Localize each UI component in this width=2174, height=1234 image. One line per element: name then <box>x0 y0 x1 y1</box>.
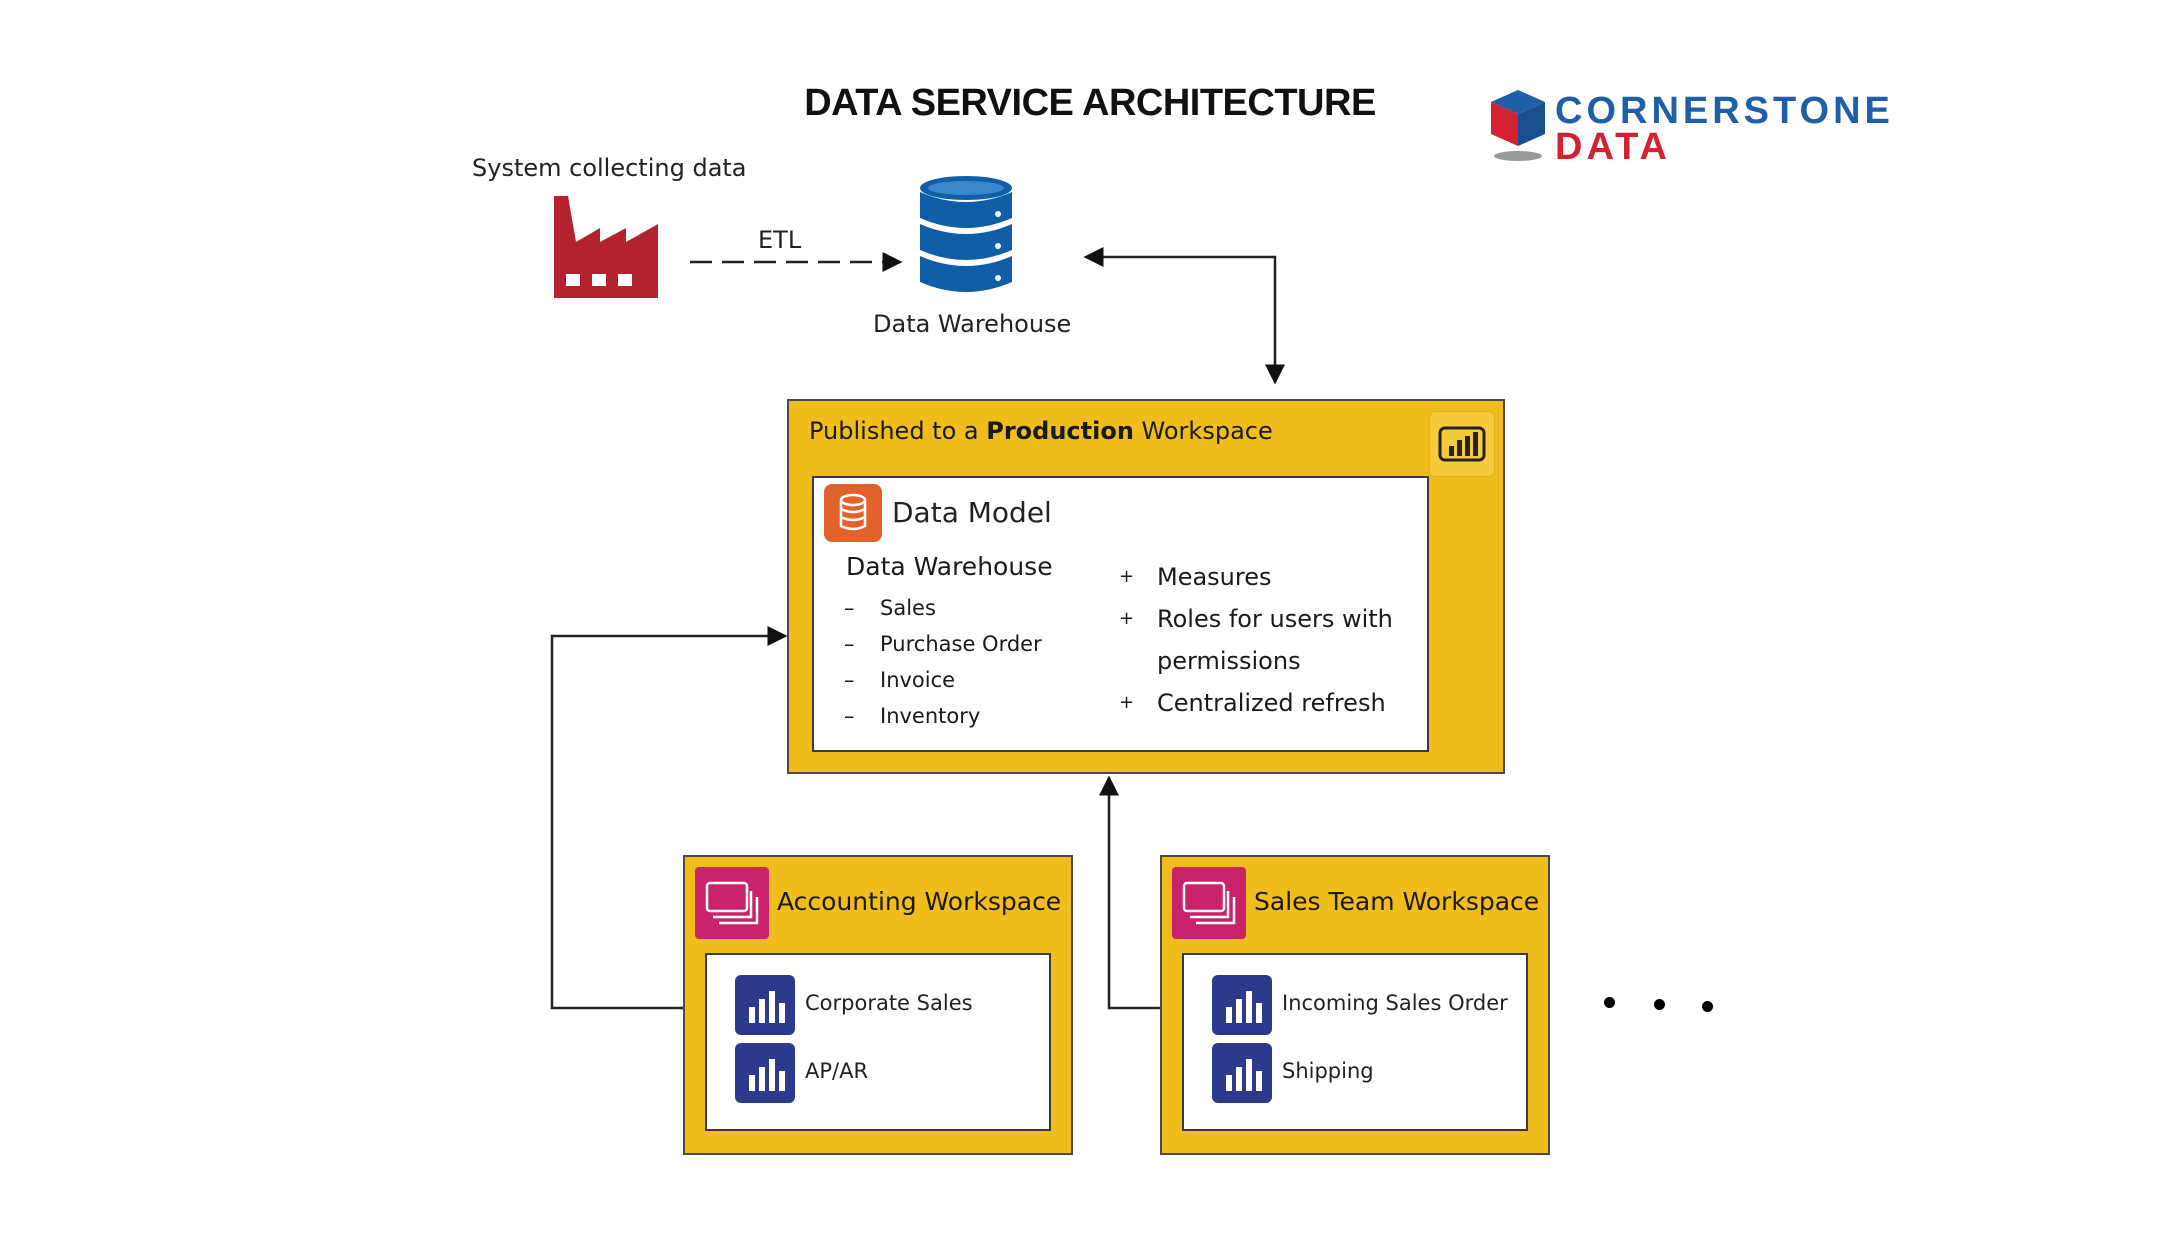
list-item: –Invoice <box>844 668 956 692</box>
ellipsis-dot <box>1604 997 1615 1008</box>
data-model-tables: –Sales –Purchase Order –Invoice –Invento… <box>844 590 1042 734</box>
power-bi-icon <box>1438 426 1486 462</box>
sales-to-production-connector <box>1099 775 1160 1010</box>
list-item: –Sales <box>844 596 936 620</box>
data-model-box: Data Model Data Warehouse –Sales –Purcha… <box>812 476 1429 752</box>
list-item: –Purchase Order <box>844 632 1042 656</box>
workspace-badge <box>695 867 769 939</box>
list-item: –Inventory <box>844 704 981 728</box>
data-warehouse-label: Data Warehouse <box>873 310 1072 338</box>
data-model-features: +Measures +Roles for users with permissi… <box>1119 556 1419 724</box>
report-shipping[interactable]: Shipping <box>1212 1043 1512 1103</box>
bar-chart-icon <box>749 1059 785 1091</box>
report-icon-wrap <box>1212 975 1272 1035</box>
logo-text-cornerstone: CORNERSTONE <box>1555 90 1894 132</box>
accounting-workspace-title: Accounting Workspace <box>777 887 1062 916</box>
report-label: Incoming Sales Order <box>1282 991 1508 1015</box>
ellipsis-dot <box>1654 999 1665 1010</box>
production-workspace: Published to a Production Workspace Data… <box>787 399 1505 774</box>
power-bi-badge <box>1429 411 1495 477</box>
workspace-badge <box>1172 867 1246 939</box>
report-ap-ar[interactable]: AP/AR <box>735 1043 1035 1103</box>
database-icon <box>920 176 1012 292</box>
database-icon <box>839 493 867 531</box>
bar-chart-icon <box>1226 1059 1262 1091</box>
logo-text-data: DATA <box>1555 126 1671 168</box>
report-icon-wrap <box>735 1043 795 1103</box>
accounting-to-production-connector <box>550 626 788 1010</box>
list-item: +Measures <box>1119 563 1272 591</box>
sales-team-workspace-title: Sales Team Workspace <box>1254 887 1540 916</box>
list-item: +Centralized refresh <box>1119 689 1386 717</box>
data-model-badge <box>824 484 882 542</box>
data-model-subtitle: Data Warehouse <box>846 552 1053 581</box>
report-label: Corporate Sales <box>805 991 973 1015</box>
report-corporate-sales[interactable]: Corporate Sales <box>735 975 1035 1035</box>
report-label: AP/AR <box>805 1059 869 1083</box>
workspace-icon <box>705 881 759 925</box>
data-model-title: Data Model <box>892 496 1052 529</box>
etl-label: ETL <box>758 226 802 254</box>
report-incoming-sales-order[interactable]: Incoming Sales Order <box>1212 975 1512 1035</box>
sales-reports-box: Incoming Sales Order Shipping <box>1182 953 1528 1131</box>
production-workspace-header: Published to a Production Workspace <box>809 417 1273 445</box>
report-icon-wrap <box>1212 1043 1272 1103</box>
sales-team-workspace: Sales Team Workspace Incoming Sales Orde… <box>1160 855 1550 1155</box>
factory-icon <box>554 196 658 298</box>
accounting-workspace: Accounting Workspace Corporate Sales <box>683 855 1073 1155</box>
warehouse-to-production-connector <box>1088 255 1285 385</box>
report-label: Shipping <box>1282 1059 1374 1083</box>
list-item: +Roles for users with permissions <box>1119 605 1393 675</box>
cornerstone-logo-icon <box>1491 90 1545 161</box>
workspace-icon <box>1182 881 1236 925</box>
page-title: DATA SERVICE ARCHITECTURE <box>804 82 1376 124</box>
ellipsis-dot <box>1702 1001 1713 1012</box>
bar-chart-icon <box>749 991 785 1023</box>
bar-chart-icon <box>1226 991 1262 1023</box>
report-icon-wrap <box>735 975 795 1035</box>
accounting-reports-box: Corporate Sales AP/AR <box>705 953 1051 1131</box>
source-system-label: System collecting data <box>472 154 747 182</box>
